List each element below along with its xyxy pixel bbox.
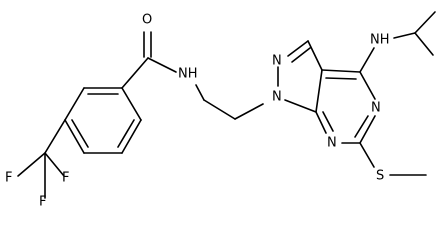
- atom-oxygen: O: [142, 13, 152, 28]
- bond-c4-n5: [359, 71, 376, 100]
- bond-c4-nh: [359, 47, 375, 73]
- bond-nh-ch: [393, 32, 416, 39]
- atom-fluorine-left: F: [5, 171, 12, 186]
- bond-c-f-top: [44, 152, 65, 177]
- bond-c-f-left: [17, 152, 46, 177]
- bond-ring-2: [64, 87, 85, 121]
- bond-ch2-ch2: [203, 99, 236, 120]
- bond-pyrazole-c3-c3a: [307, 40, 323, 71]
- bond-pyrazole-n2-c3-double: [291, 47, 311, 63]
- bond-n5-c6-double: [354, 115, 369, 138]
- bond-pyrazole-c7a-n1: [284, 99, 317, 113]
- structure-canvas: O NH N N NH N N S F F F: [5, 11, 436, 210]
- atom-fluorine-bottom: F: [39, 195, 46, 210]
- bond-nh-ch2: [195, 84, 205, 101]
- atom-isopropyl-nh: NH: [370, 33, 390, 48]
- bond-c6-s: [359, 142, 375, 168]
- bond-pyrazole-c3a-c7a: [315, 69, 323, 113]
- atom-pyrazole-n1: N: [272, 90, 282, 105]
- bond-pyrazole-n2-c3: [287, 40, 309, 57]
- molecule-structure: O NH N N NH N N S F F F: [5, 11, 436, 210]
- bond-ring-double-2: [71, 119, 89, 148]
- bond-ring-cf3: [44, 119, 66, 154]
- bond-n7-c7a: [315, 111, 327, 134]
- atom-sulfur: S: [376, 169, 384, 184]
- atom-fluorine-top: F: [62, 171, 69, 186]
- bond-carbonyl-nh: [147, 57, 177, 73]
- bond-ring-3: [64, 119, 85, 154]
- atom-amide-nh: NH: [178, 67, 198, 82]
- bond-c3a-c4-double: [325, 77, 357, 80]
- bond-ch-me-down: [414, 32, 434, 56]
- atom-pyrimidine-n5: N: [371, 101, 381, 116]
- bond-ring-6: [121, 87, 142, 121]
- bond-ch-me-up: [414, 11, 436, 34]
- bond-ring-5: [121, 119, 142, 154]
- atom-pyrimidine-n7: N: [327, 136, 337, 151]
- bond-ring-double-3: [117, 119, 135, 148]
- bond-carbonyl-ring: [121, 57, 149, 89]
- bond-ch2-npyrazole: [234, 103, 264, 120]
- bond-n5-c6: [359, 115, 376, 144]
- bond-n7-c7a-double: [322, 111, 334, 132]
- bond-c3a-c4: [321, 69, 361, 73]
- atom-pyrazole-n2: N: [272, 54, 282, 69]
